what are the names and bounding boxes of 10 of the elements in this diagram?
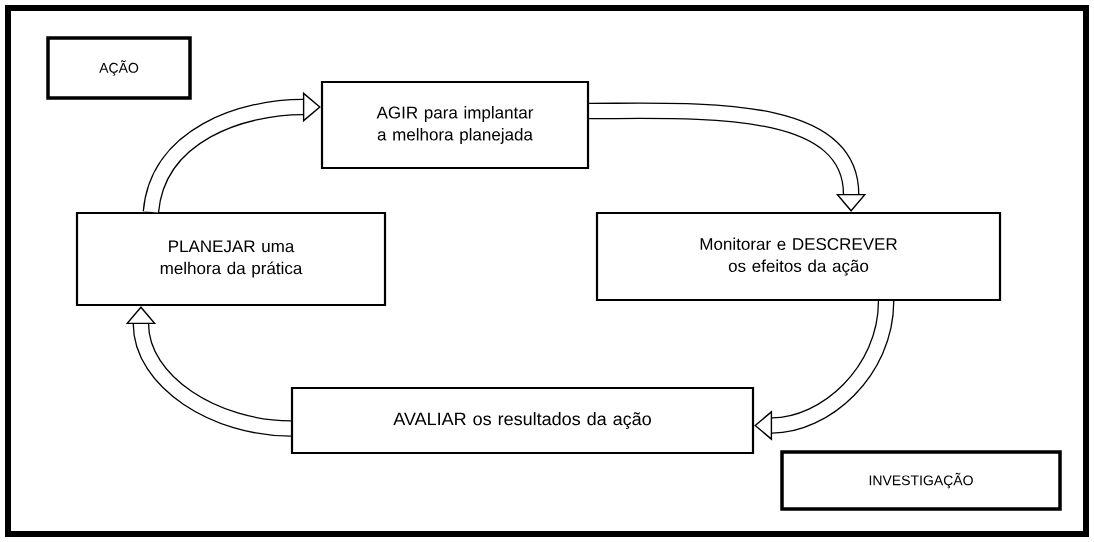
text-box: INVESTIGAÇÃO (780, 450, 1062, 511)
curved-arrow (589, 102, 867, 212)
text-box: AVALIAR os resultados da ação (290, 386, 755, 455)
curved-arrow (142, 91, 321, 214)
text-box: AÇÃO (46, 36, 192, 100)
curved-arrow (754, 300, 895, 441)
curved-arrow (125, 306, 292, 437)
text-box: AGIR para implantar a melhora planejada (320, 80, 590, 170)
text-box: PLANEJAR uma melhora da prática (75, 211, 387, 307)
text-box: Monitorar e DESCREVER os efeitos da ação (595, 211, 1002, 302)
